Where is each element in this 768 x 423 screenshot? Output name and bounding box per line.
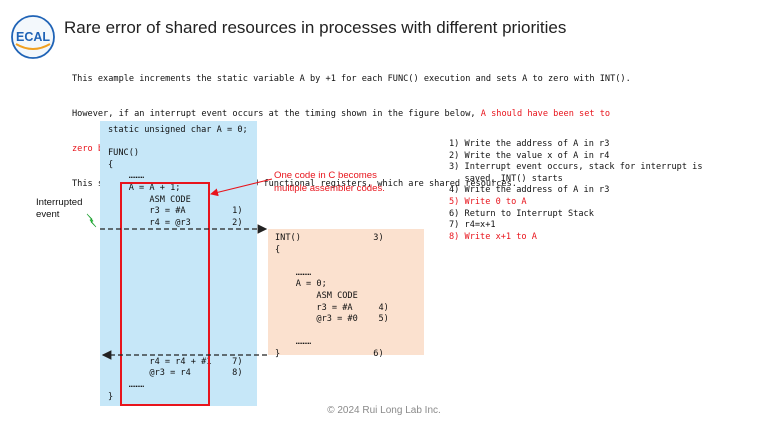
step-item-9: 8) Write x+1 to A: [449, 231, 537, 242]
int-code-line-4: ………: [275, 267, 312, 278]
func-code-line-16: [108, 299, 248, 311]
func-code-line-23: ………: [108, 380, 145, 391]
step-item-4: saved, INT() starts: [449, 173, 563, 184]
func-code-listing: static unsigned char A = 0; FUNC(){ ……… A…: [108, 125, 248, 403]
func-code-line-12: [108, 253, 248, 265]
int-code-line-6: ASM CODE: [275, 290, 358, 301]
int-code-line-1: INT() 3): [275, 233, 384, 243]
func-code-line-18: [108, 322, 248, 334]
func-code-line-4: {: [108, 159, 114, 170]
func-code-line-14: [108, 276, 248, 288]
callout-text: One code in C becomes multiple assembler…: [274, 170, 385, 194]
step-item-3: 3) Interrupt event occurs, stack for int…: [449, 162, 703, 173]
func-code-line-20: [108, 345, 248, 357]
int-code-line-3: [275, 256, 389, 268]
int-code-line-7: r3 = #A 4): [275, 302, 389, 313]
step-item-5: 4) Write the address of A in r3: [449, 185, 610, 196]
int-code-line-11: } 6): [275, 348, 384, 359]
copyright-footer: © 2024 Rui Long Lab Inc.: [327, 405, 441, 416]
func-code-line-17: [108, 311, 248, 323]
func-code-line-7: ASM CODE: [108, 194, 191, 205]
int-code-line-10: ………: [275, 337, 312, 348]
func-code-line-1: static unsigned char A = 0;: [108, 125, 248, 135]
int-code-listing: INT() 3){ ……… A = 0; ASM CODE r3 = #A 4)…: [275, 233, 389, 361]
func-code-line-24: }: [108, 391, 114, 402]
step-item-2: 2) Write the value x of A in r4: [449, 150, 610, 161]
step-item-1: 1) Write the address of A in r3: [449, 139, 610, 149]
func-code-line-8: r3 = #A 1): [108, 206, 243, 217]
page-title: Rare error of shared resources in proces…: [64, 18, 567, 37]
svg-text:ECAL: ECAL: [16, 30, 50, 44]
description-line-2-red: A should have been set to: [480, 109, 611, 120]
description-line-2: However, if an interrupt event occurs at…: [72, 109, 611, 120]
interrupted-event-label: Interrupted event: [36, 197, 83, 220]
ecal-logo: ECAL: [11, 15, 55, 59]
func-code-line-5: ………: [108, 171, 145, 182]
func-code-line-19: [108, 334, 248, 346]
func-code-line-13: [108, 264, 248, 276]
step-item-7: 6) Return to Interrupt Stack: [449, 208, 594, 219]
func-code-line-6: A = A + 1;: [108, 182, 181, 193]
func-code-line-15: [108, 287, 248, 299]
func-code-line-22: @r3 = r4 8): [108, 368, 243, 379]
func-code-line-11: [108, 241, 248, 253]
int-code-line-8: @r3 = #0 5): [275, 314, 389, 325]
step-item-8: 7) r4=x+1: [449, 220, 496, 231]
int-code-line-5: A = 0;: [275, 279, 327, 290]
lightning-icon: [86, 213, 97, 228]
step-item-6: 5) Write 0 to A: [449, 196, 527, 207]
int-code-panel: [268, 229, 424, 355]
int-code-line-2: {: [275, 244, 281, 255]
func-code-line-3: FUNC(): [108, 148, 140, 159]
func-code-line-10: [108, 229, 248, 241]
func-code-line-2: [108, 137, 248, 149]
description-line-1: This example increments the static varia…: [72, 74, 631, 85]
int-code-line-9: [275, 326, 389, 338]
func-code-line-21: r4 = r4 + #1 7): [108, 356, 243, 367]
func-code-line-9: r4 = @r3 2): [108, 217, 243, 228]
